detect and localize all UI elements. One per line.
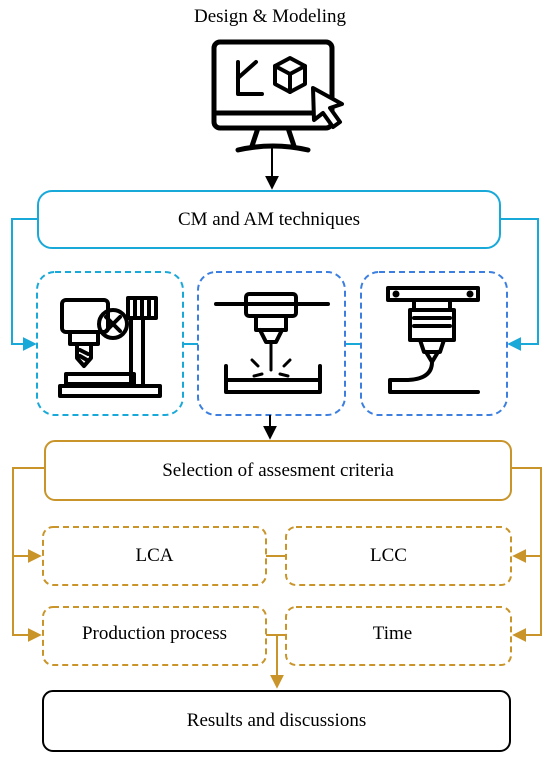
criterion-time-label: Time — [372, 623, 413, 644]
criterion-production: Production process — [43, 607, 266, 665]
stage2-label: Selection of assesment criteria — [162, 459, 394, 481]
criterion-time: Time — [286, 607, 511, 665]
criterion-lcc-label: LCC — [370, 545, 407, 566]
criterion-production-label: Production process — [81, 623, 228, 644]
monitor-with-3d-model-icon — [211, 39, 344, 153]
extrusion-printer-icon — [386, 286, 480, 394]
machine-panel-drill — [36, 271, 184, 416]
stage1-box-label: CM and AM techniques — [38, 191, 500, 248]
criterion-lca-label: LCA — [135, 545, 174, 566]
machine-panel-extruder — [360, 271, 508, 416]
machine-panel-laser — [197, 271, 346, 416]
laser-3d-printer-icon — [214, 292, 330, 394]
criterion-lca: LCA — [43, 527, 266, 585]
diagram-title: Design & Modeling — [194, 6, 346, 27]
stage1-label: CM and AM techniques — [177, 208, 361, 230]
drilling-machine-icon — [58, 296, 162, 398]
results-box: Results and discussions — [43, 691, 510, 751]
criterion-lcc: LCC — [286, 527, 511, 585]
stage2-box-label: Selection of assesment criteria — [45, 441, 511, 500]
results-label: Results and discussions — [186, 710, 367, 731]
